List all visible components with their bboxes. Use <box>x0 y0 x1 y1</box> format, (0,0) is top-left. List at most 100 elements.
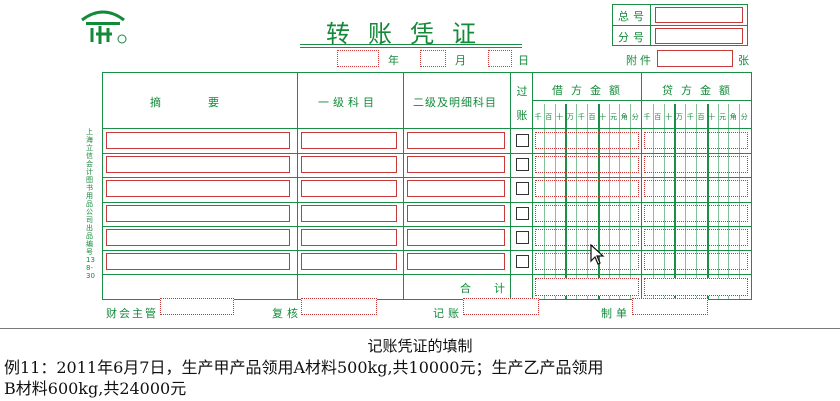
caption-panel: 记账凭证的填制 例11：2011年6月7日，生产甲产品领用A材料500kg,共1… <box>0 328 840 401</box>
year-field[interactable] <box>337 50 379 67</box>
level2-account-field[interactable] <box>407 228 505 246</box>
debit-amount-header: 借方金额 <box>552 84 628 97</box>
summary-field[interactable] <box>106 253 290 270</box>
caption-line-2: B材料600kg,共24000元 <box>4 379 187 398</box>
debit-unit-9: 分 <box>631 113 639 121</box>
total-number-field[interactable] <box>655 7 743 23</box>
credit-unit-4: 千 <box>686 113 694 121</box>
level2-account-field[interactable] <box>407 253 505 270</box>
credit-unit-1: 百 <box>654 113 662 121</box>
row-divider <box>102 201 752 203</box>
company-logo <box>78 6 128 46</box>
caption-line-1: 例11：2011年6月7日，生产甲产品领用A材料500kg,共10000元；生产… <box>4 358 604 377</box>
row-divider <box>102 177 752 179</box>
summary-field[interactable] <box>106 180 290 198</box>
level1-account-field[interactable] <box>301 228 397 246</box>
posted-checkbox[interactable] <box>516 158 529 172</box>
month-field[interactable] <box>420 50 446 67</box>
credit-unit-0: 千 <box>643 113 651 121</box>
debit-amount-field[interactable] <box>535 204 639 222</box>
summary-field[interactable] <box>106 228 290 246</box>
credit-unit-6: 十 <box>708 113 716 121</box>
debit-unit-6: 十 <box>599 113 607 121</box>
summary-header: 摘 要 <box>150 96 237 109</box>
posted-header: 过 账 <box>516 85 528 122</box>
credit-unit-9: 分 <box>740 113 748 121</box>
sheets-label: 张 <box>738 54 749 67</box>
attachment-label: 附件 <box>626 54 654 67</box>
caption-body: 例11：2011年6月7日，生产甲产品领用A材料500kg,共10000元；生产… <box>4 357 834 399</box>
credit-unit-8: 角 <box>729 113 737 121</box>
posted-checkbox[interactable] <box>516 255 529 268</box>
debit-unit-1: 百 <box>545 113 553 121</box>
credit-unit-3: 万 <box>675 113 683 121</box>
row-divider <box>102 250 752 251</box>
credit-total-field[interactable] <box>644 278 748 296</box>
level1-account-field[interactable] <box>301 180 397 198</box>
level2-account-field[interactable] <box>407 132 505 149</box>
debit-unit-3: 万 <box>566 113 574 121</box>
logo-icon <box>81 10 127 44</box>
debit-unit-5: 百 <box>588 113 596 121</box>
total-number-label: 总号 <box>618 10 648 23</box>
posted-checkbox[interactable] <box>516 230 529 244</box>
credit-amount-field[interactable] <box>644 204 748 222</box>
debit-unit-4: 千 <box>577 113 585 121</box>
debit-amount-field[interactable] <box>535 156 639 174</box>
debit-amount-field[interactable] <box>535 180 639 198</box>
day-field[interactable] <box>488 50 512 67</box>
credit-unit-5: 百 <box>697 113 705 121</box>
posted-checkbox[interactable] <box>516 134 529 147</box>
posted-checkbox[interactable] <box>516 182 529 196</box>
debit-amount-field[interactable] <box>535 132 639 149</box>
credit-amount-field[interactable] <box>644 180 748 198</box>
year-label: 年 <box>388 54 399 67</box>
credit-amount-field[interactable] <box>644 253 748 270</box>
credit-amount-field[interactable] <box>644 132 748 149</box>
caption-title: 记账凭证的填制 <box>367 337 473 355</box>
sub-number-field[interactable] <box>655 28 743 44</box>
summary-field[interactable] <box>106 204 290 222</box>
level2-account-header: 二级及明细科目 <box>413 96 497 109</box>
mouse-cursor-icon <box>590 243 606 270</box>
level1-account-field[interactable] <box>301 253 397 270</box>
credit-unit-7: 元 <box>719 113 727 121</box>
credit-amount-field[interactable] <box>644 156 748 174</box>
debit-amount-field[interactable] <box>535 253 639 270</box>
summary-field[interactable] <box>106 156 290 174</box>
day-label: 日 <box>518 54 529 67</box>
debit-unit-8: 角 <box>620 113 628 121</box>
row-divider <box>102 153 752 155</box>
level2-account-field[interactable] <box>407 156 505 174</box>
level1-account-field[interactable] <box>301 132 397 149</box>
credit-amount-header: 贷方金额 <box>662 84 738 97</box>
level1-account-field[interactable] <box>301 156 397 174</box>
voucher-table <box>102 72 752 300</box>
preparer-field[interactable] <box>632 298 708 315</box>
credit-amount-field[interactable] <box>644 228 748 246</box>
supervisor-label: 财会主管 <box>106 307 158 320</box>
level1-account-field[interactable] <box>301 204 397 222</box>
debit-unit-7: 元 <box>610 113 618 121</box>
bookkeeper-field[interactable] <box>463 298 539 315</box>
level1-account-header: 一级科目 <box>318 96 378 109</box>
total-label: 合 计 <box>460 282 511 295</box>
debit-unit-0: 千 <box>534 113 542 121</box>
reviewer-field[interactable] <box>301 298 377 315</box>
supervisor-field[interactable] <box>160 298 234 315</box>
posted-checkbox[interactable] <box>516 206 529 220</box>
level2-account-field[interactable] <box>407 180 505 198</box>
level2-account-field[interactable] <box>407 204 505 222</box>
bookkeeper-label: 记账 <box>433 307 463 320</box>
attachment-field[interactable] <box>657 50 733 67</box>
debit-total-field[interactable] <box>535 278 639 296</box>
debit-unit-2: 十 <box>556 113 564 121</box>
credit-unit-2: 十 <box>665 113 673 121</box>
printer-side-text: 上海立信会计图书用品公司出品 编号138-30 <box>86 128 100 280</box>
sub-number-label: 分号 <box>618 31 648 44</box>
summary-field[interactable] <box>106 132 290 149</box>
row-divider <box>102 225 752 227</box>
voucher-title: 转账凭证 <box>326 20 494 48</box>
month-label: 月 <box>455 54 466 67</box>
debit-amount-field[interactable] <box>535 228 639 246</box>
